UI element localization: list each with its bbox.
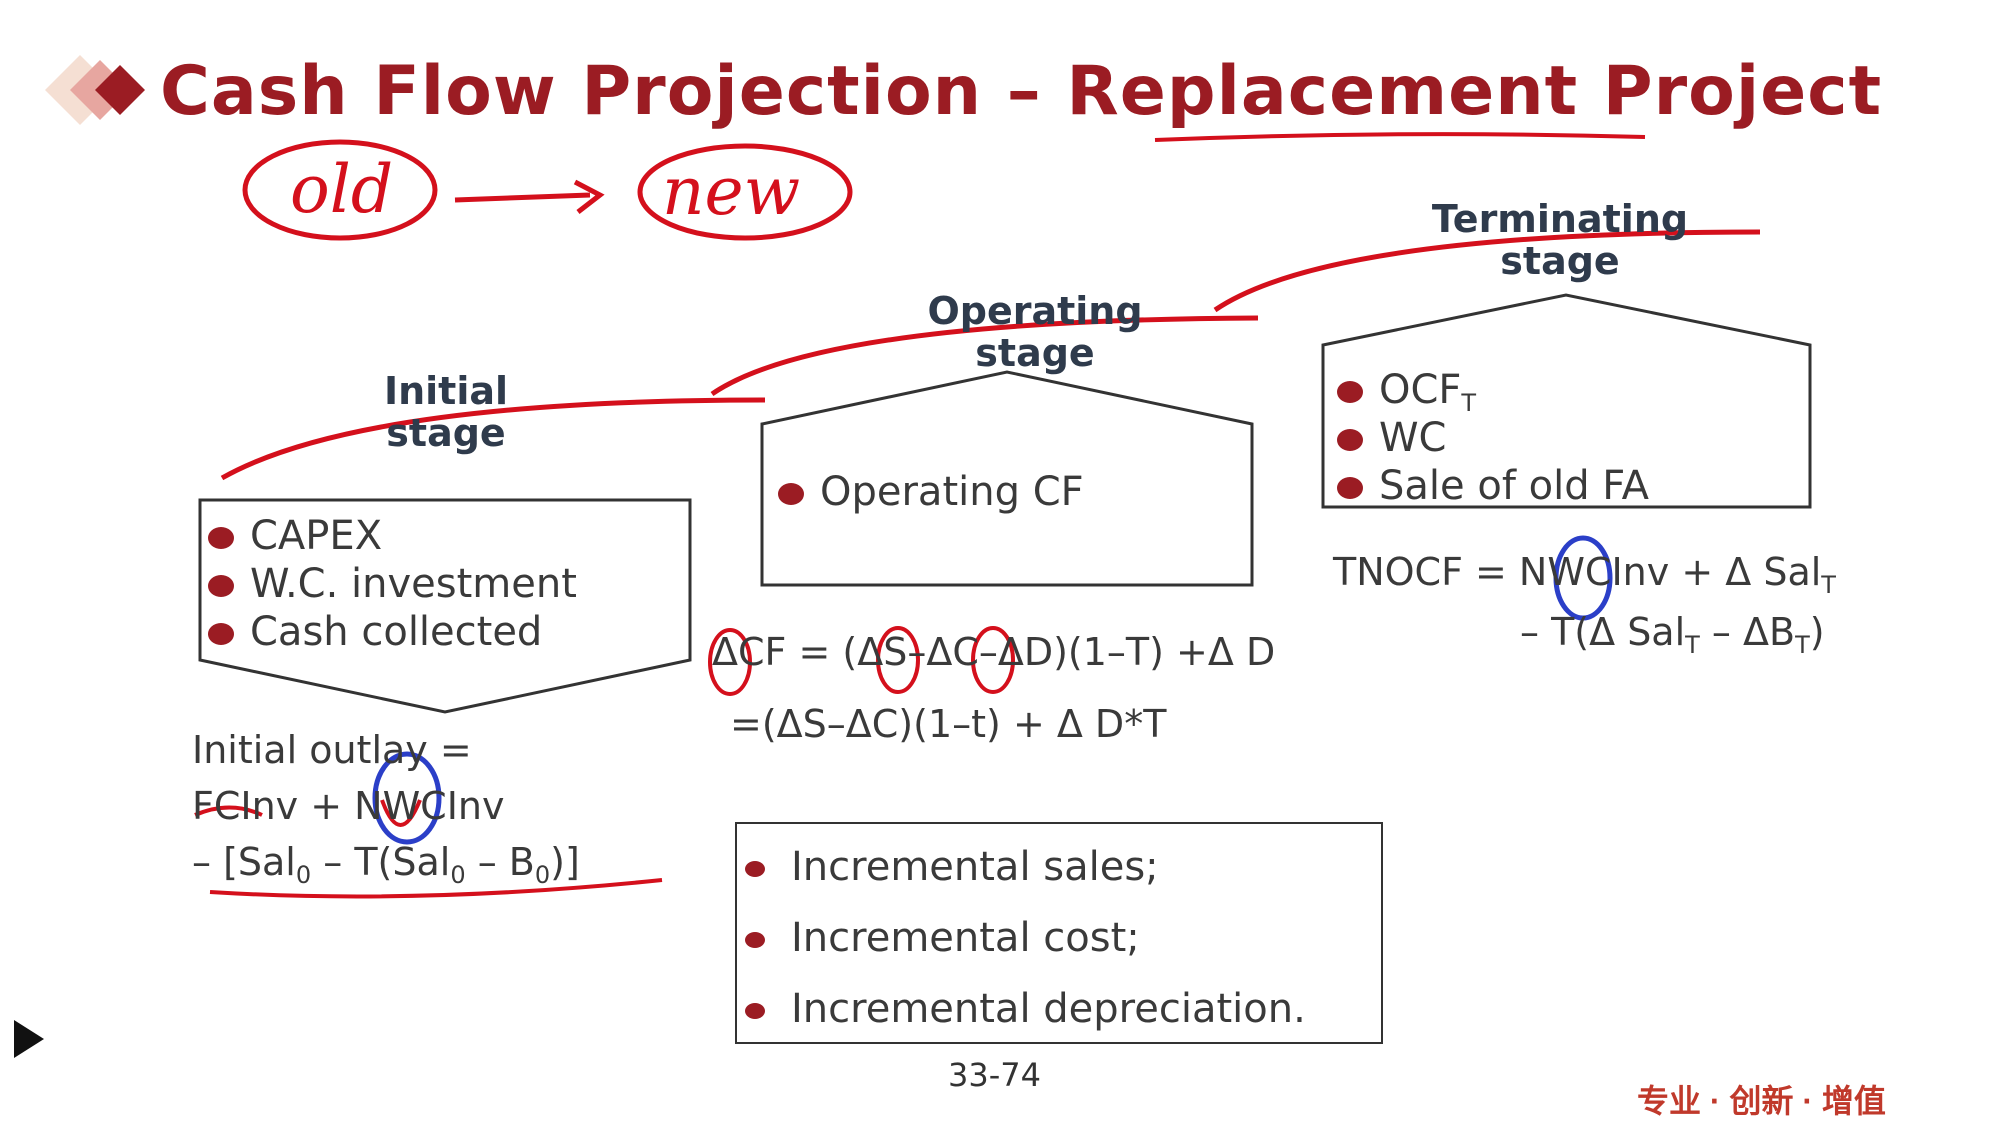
bullet-icon <box>208 623 234 645</box>
list-item: Incremental depreciation. <box>745 986 1306 1032</box>
bullet-icon <box>778 483 804 505</box>
list-item: Operating CF <box>778 468 1084 516</box>
bullet-icon <box>1337 477 1363 499</box>
play-icon[interactable] <box>14 1020 44 1058</box>
bullet-icon <box>745 1003 765 1019</box>
bullet-icon <box>1337 381 1363 403</box>
terminal-formula-line1: TNOCF = NWCInv + Δ SalT <box>1333 550 1836 599</box>
terminal-formula-line2: – T(Δ SalT – ΔBT) <box>1520 610 1825 659</box>
stage-label-terminating: Terminating stage <box>1431 197 1689 283</box>
terminating-stage-list: OCFT WC Sale of old FA <box>1337 366 1649 510</box>
list-item: Incremental sales; <box>745 844 1159 890</box>
stage-label-operating: Operating stage <box>927 289 1143 375</box>
bullet-icon <box>208 575 234 597</box>
brand-slogan: 专业 · 创新 · 增值 <box>1637 1083 1886 1119</box>
list-item: Sale of old FA <box>1337 462 1649 510</box>
operating-cf-formula-line2: =(ΔS–ΔC)(1–t) + Δ D*T <box>730 702 1167 746</box>
list-item: Cash collected <box>208 608 577 656</box>
list-item: OCFT <box>1337 366 1649 417</box>
bullet-icon <box>208 527 234 549</box>
list-item: Incremental cost; <box>745 915 1140 961</box>
operating-stage-list: Operating CF <box>778 468 1084 516</box>
initial-outlay-formula: Initial outlay = FCInv + NWCInv – [Sal0 … <box>192 728 580 889</box>
list-item: WC <box>1337 414 1649 462</box>
stage-label-initial: Initial stage <box>383 369 509 455</box>
bullet-icon <box>1337 429 1363 451</box>
page-title: Cash Flow Projection – Replacement Proje… <box>160 52 1883 131</box>
list-item: W.C. investment <box>208 560 577 608</box>
bullet-icon <box>745 932 765 948</box>
bullet-icon <box>745 861 765 877</box>
title-diamonds-icon <box>45 55 145 125</box>
page-number: 33-74 <box>948 1056 1041 1094</box>
handwritten-old: old <box>290 151 393 228</box>
handwritten-new: new <box>662 153 800 230</box>
operating-cf-formula-line1: ΔCF = (ΔS–ΔC–ΔD)(1–T) +Δ D <box>712 630 1276 674</box>
list-item: CAPEX <box>208 512 577 560</box>
initial-stage-list: CAPEX W.C. investment Cash collected <box>208 512 577 656</box>
incremental-items-box: Incremental sales; Incremental cost; Inc… <box>735 822 1383 1044</box>
